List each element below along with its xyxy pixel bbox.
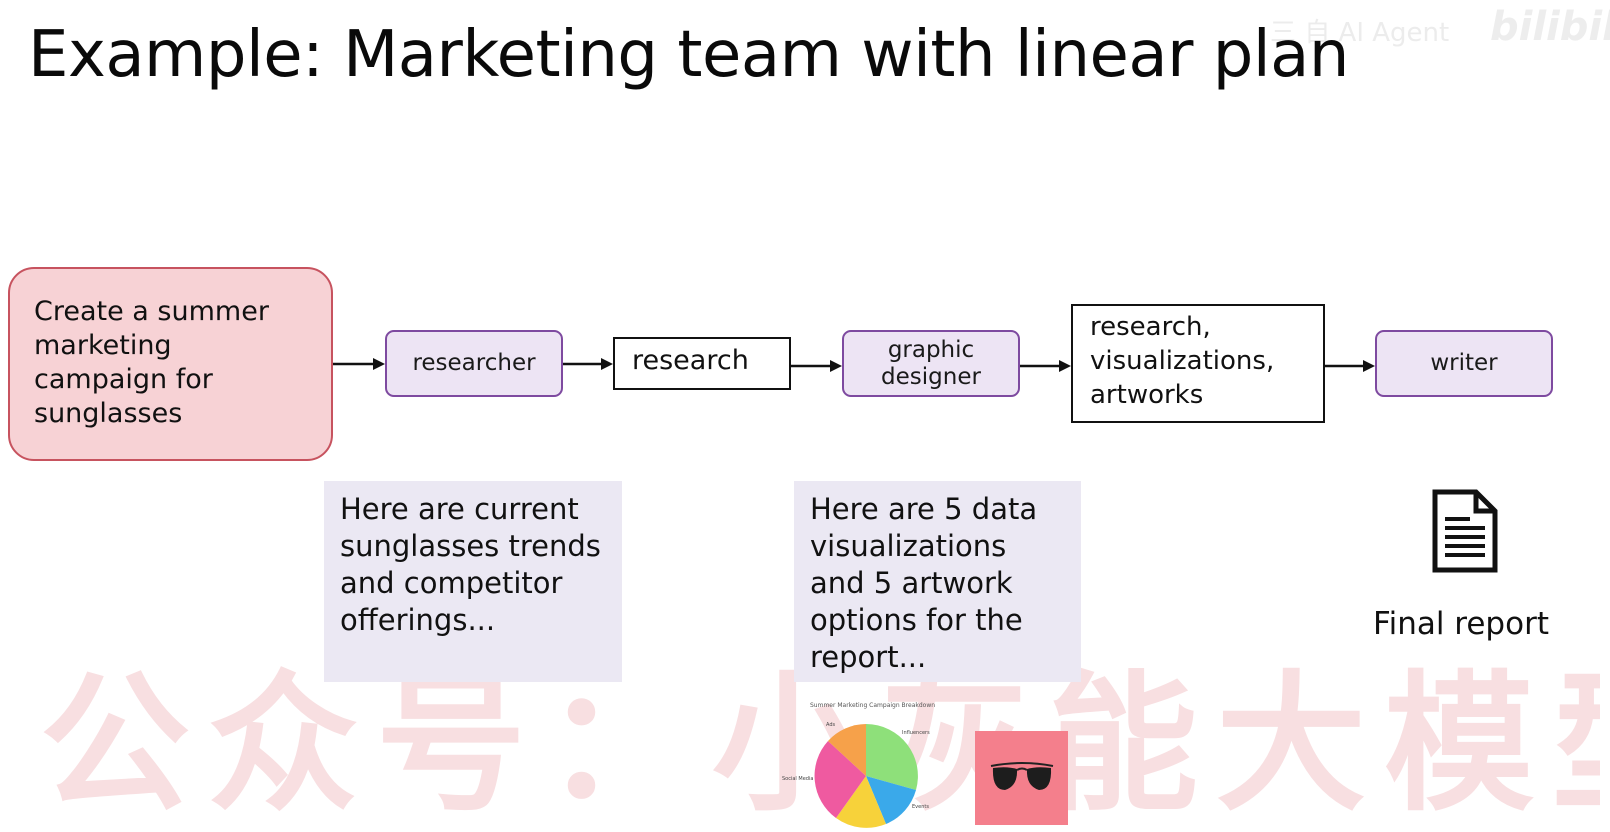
agent-researcher: researcher: [385, 330, 563, 397]
artifact-research: research: [613, 337, 791, 390]
page-title: Example: Marketing team with linear plan: [28, 18, 1349, 92]
arrow-task-to-researcher: [333, 357, 385, 371]
arrow-research-to-designer: [791, 359, 842, 373]
researcher-output-note: Here are current sunglasses trends and c…: [324, 481, 622, 682]
arrow-designer-to-artifacts: [1020, 359, 1071, 373]
document-icon: [1432, 489, 1498, 577]
background-watermark: 公众号：小灰能大模型: [40, 660, 1600, 830]
pie-label-events: Events: [912, 804, 929, 810]
final-report-caption: Final report: [1373, 606, 1549, 642]
agent-graphic-designer: graphic designer: [842, 330, 1020, 397]
designer-output-note: Here are 5 data visualizations and 5 art…: [794, 481, 1081, 682]
arrow-researcher-to-research: [563, 357, 613, 371]
top-watermark: 三 自 AI Agent: [1270, 18, 1450, 48]
sunglasses-icon: [990, 762, 1053, 790]
sunglasses-image: [975, 731, 1068, 825]
task-box: Create a summer marketing campaign for s…: [8, 267, 333, 461]
artifact-research-visualizations-artworks: research, visualizations, artworks: [1071, 304, 1325, 423]
arrow-artifacts-to-writer: [1325, 359, 1375, 373]
agent-writer: writer: [1375, 330, 1553, 397]
pie-label-ads: Ads: [826, 722, 836, 728]
pie-label-social-media: Social Media: [782, 776, 814, 782]
pie-thumbnail-title: Summer Marketing Campaign Breakdown: [810, 702, 936, 709]
pie-label-influencers: Influencers: [902, 730, 930, 736]
bilibili-logo: bilibili: [1490, 4, 1610, 50]
pie-chart-thumbnail: Summer Marketing Campaign Breakdown Ads …: [780, 700, 940, 830]
pie-graphic: [814, 724, 918, 828]
